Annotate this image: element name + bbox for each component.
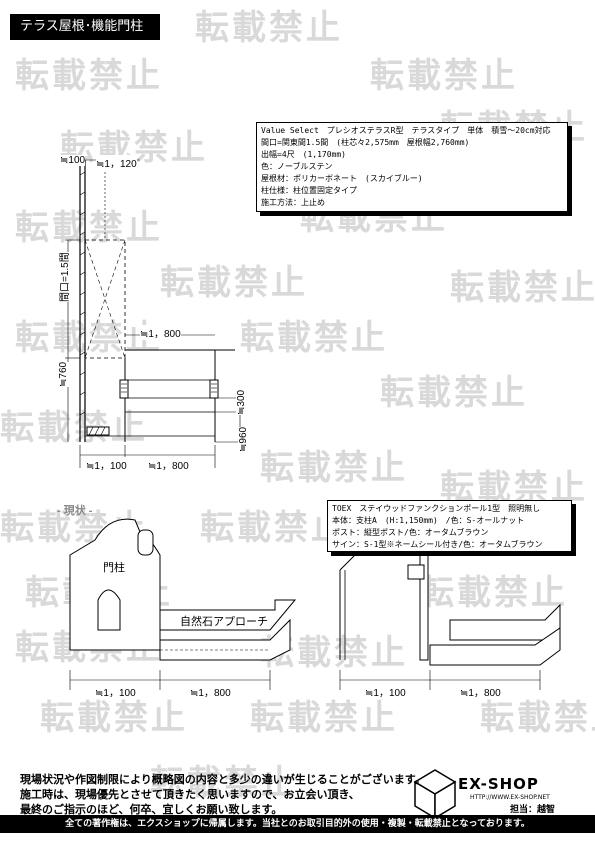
elev-right-step-bottom bbox=[429, 627, 561, 666]
spec-terrace-line-2: 間口=関東間1.5間 (柱芯々2,575mm 屋根幅2,760mm) bbox=[261, 138, 470, 147]
dim-label-760: ≒760 bbox=[58, 361, 69, 387]
dim-label-100: ≒100 bbox=[60, 155, 86, 166]
elev-left-dim-1100: ≒1，100 bbox=[95, 684, 136, 699]
function-pole bbox=[419, 554, 429, 661]
spec-box-terrace: Value Select プレシオステラスR型 テラスタイプ 単体 積雪～20c… bbox=[256, 122, 568, 212]
spec-terrace-line-7: 施工方法：上止め bbox=[261, 198, 325, 207]
spec-pole-line-2: 本体：支柱A (H:1,150mm) /色：S-オールナット bbox=[332, 516, 525, 525]
spec-pole-line-3: ポスト：縦型ポスト/色：オータムブラウン bbox=[332, 528, 489, 537]
spec-terrace-line-3: 出幅=4尺 (1,170mm) bbox=[261, 150, 346, 159]
dim-label-1800-bottom: ≒1，800 bbox=[148, 457, 189, 472]
elev-right-dim-1800: ≒1，800 bbox=[460, 684, 501, 699]
elev-left-dim-1800: ≒1，800 bbox=[190, 684, 231, 699]
brand-url: HTTP://WWW.EX-SHOP.NET bbox=[470, 794, 550, 801]
person-in-charge: 担当：越智 bbox=[510, 805, 556, 815]
page-title: テラス屋根･機能門柱 bbox=[10, 14, 160, 40]
dim-label-opening: 間口=1.5間 bbox=[56, 252, 71, 302]
gate-arch-window bbox=[97, 589, 121, 631]
dim-label-1100: ≒1，100 bbox=[86, 457, 127, 472]
gate-label: 門柱 bbox=[103, 562, 125, 574]
spec-pole-line-4: サイン：S-1型※ネームシール付き/色：オータムブラウン bbox=[332, 540, 543, 549]
footer-note-line-3: 最終のご指示のほど、何卒、宜しくお願い致します。 bbox=[20, 803, 283, 816]
gate-pillar-plan-right bbox=[209, 379, 219, 399]
footer-note-line-2: 施工時は、現場優先とさせて頂きたく思いますので、お立会い頂き、 bbox=[20, 788, 360, 801]
spec-terrace-line-1: Value Select プレシオステラスR型 テラスタイプ 単体 積雪～20c… bbox=[261, 126, 551, 135]
pillar-hatch bbox=[121, 383, 217, 393]
exshop-logo-cube bbox=[413, 769, 457, 820]
spec-box-gate-pole: TOEX ステイウッドファンクションポール1型 照明無し 本体：支柱A (H:1… bbox=[327, 500, 572, 552]
spec-terrace-line-5: 屋根材：ポリカーボネート (スカイブルー) bbox=[261, 174, 423, 183]
spec-terrace-line-4: 色：ノーブルステン bbox=[261, 162, 333, 171]
spec-terrace-line-6: 柱仕様：柱位置固定タイプ bbox=[261, 186, 357, 195]
gate-cap bbox=[137, 529, 154, 556]
elev-right-step-top bbox=[449, 603, 561, 641]
post-plan bbox=[86, 426, 110, 436]
wall-hatch bbox=[79, 171, 86, 416]
approach-slab-top bbox=[159, 599, 297, 631]
brand-name: EX-SHOP bbox=[458, 775, 539, 793]
approach-label: 自然石アプローチ bbox=[180, 616, 268, 628]
gate-pillar-plan bbox=[119, 379, 129, 399]
dim-label-1120: ≒1，120 bbox=[96, 155, 137, 170]
dim-label-960: ≒960 bbox=[238, 426, 249, 452]
current-state-label: - 現状 - bbox=[57, 505, 93, 517]
pole-sign bbox=[407, 564, 425, 580]
dim-label-300: ≒300 bbox=[236, 389, 247, 415]
footer-note-line-1: 現場状況や作図制限により概略図の内容と多少の違いが生じることがございます。 bbox=[20, 773, 426, 786]
elev-right-dim-1100: ≒1，100 bbox=[365, 684, 406, 699]
spec-pole-line-1: TOEX ステイウッドファンクションポール1型 照明無し bbox=[332, 504, 541, 513]
terrace-roof-outline bbox=[84, 239, 126, 359]
dim-label-1800-top: ≒1，800 bbox=[140, 325, 181, 340]
footer-note: 現場状況や作図制限により概略図の内容と多少の違いが生じることがございます。 施工… bbox=[20, 772, 426, 817]
copyright-bar: 全ての著作権は、エクスショップに帰属します。当社とのお取引目的外の使用・複製・転… bbox=[0, 815, 595, 833]
